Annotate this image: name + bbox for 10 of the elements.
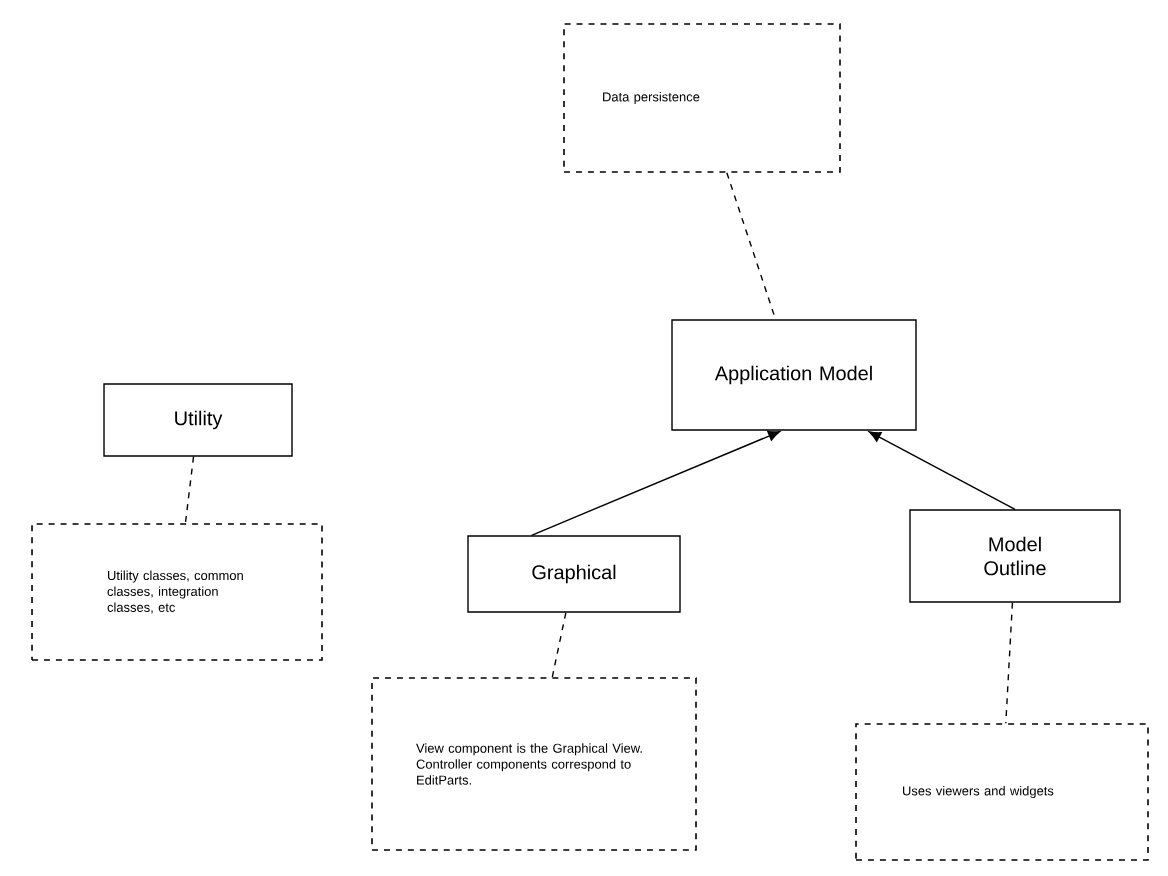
component-box: Graphical <box>467 535 681 613</box>
connector-line <box>551 612 567 678</box>
connector-line <box>726 172 777 320</box>
component-box: Application Model <box>671 319 917 431</box>
component-box: Model Outline <box>909 509 1121 603</box>
arrow <box>868 431 1016 510</box>
connector-line <box>184 456 195 524</box>
component-box: Utility <box>103 383 293 457</box>
arrow <box>530 430 781 536</box>
connector-line <box>1005 602 1014 724</box>
